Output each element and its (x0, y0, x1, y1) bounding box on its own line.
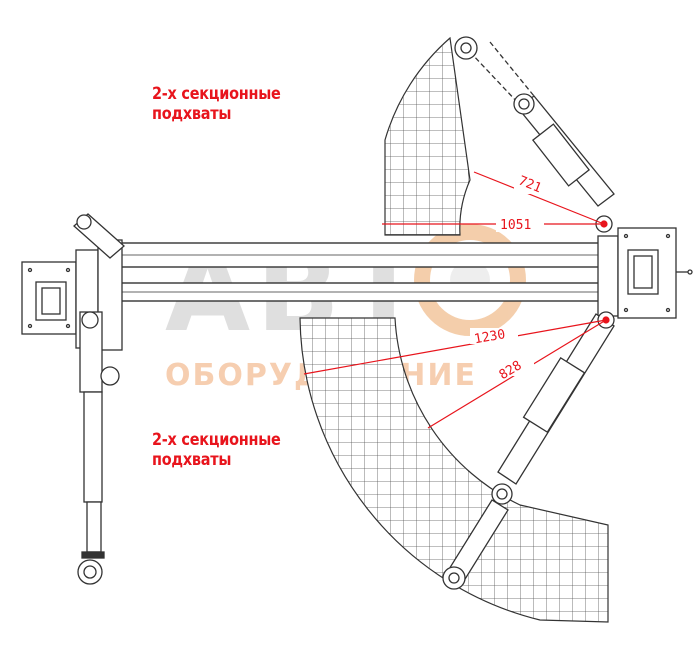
lower-arm-sweep-area (299, 317, 609, 623)
label-lower-line2: подхваты (152, 450, 232, 470)
label-upper-line2: подхваты (152, 104, 232, 124)
dimension-labels: 721 1051 1230 828 (470, 174, 554, 383)
right-arm-upper (454, 36, 615, 233)
upper-arm-sweep-area (384, 36, 471, 236)
label-upper-arms: 2-х секционные подхваты (152, 84, 281, 124)
left-arm-lower (77, 311, 120, 585)
label-lower-arms: 2-х секционные подхваты (152, 430, 281, 470)
dim-line-721 (473, 171, 605, 225)
right-arm-lower (442, 311, 615, 590)
right-post (597, 227, 693, 319)
dim-label-1230: 1230 (473, 327, 506, 347)
left-arm-upper (73, 213, 125, 259)
main-beam (117, 242, 609, 302)
dim-line-1230 (303, 319, 607, 375)
label-lower-line1: 2-х секционные (152, 430, 281, 450)
left-post (21, 239, 123, 351)
label-upper-line1: 2-х секционные (152, 84, 281, 104)
dim-label-1051: 1051 (500, 218, 531, 233)
